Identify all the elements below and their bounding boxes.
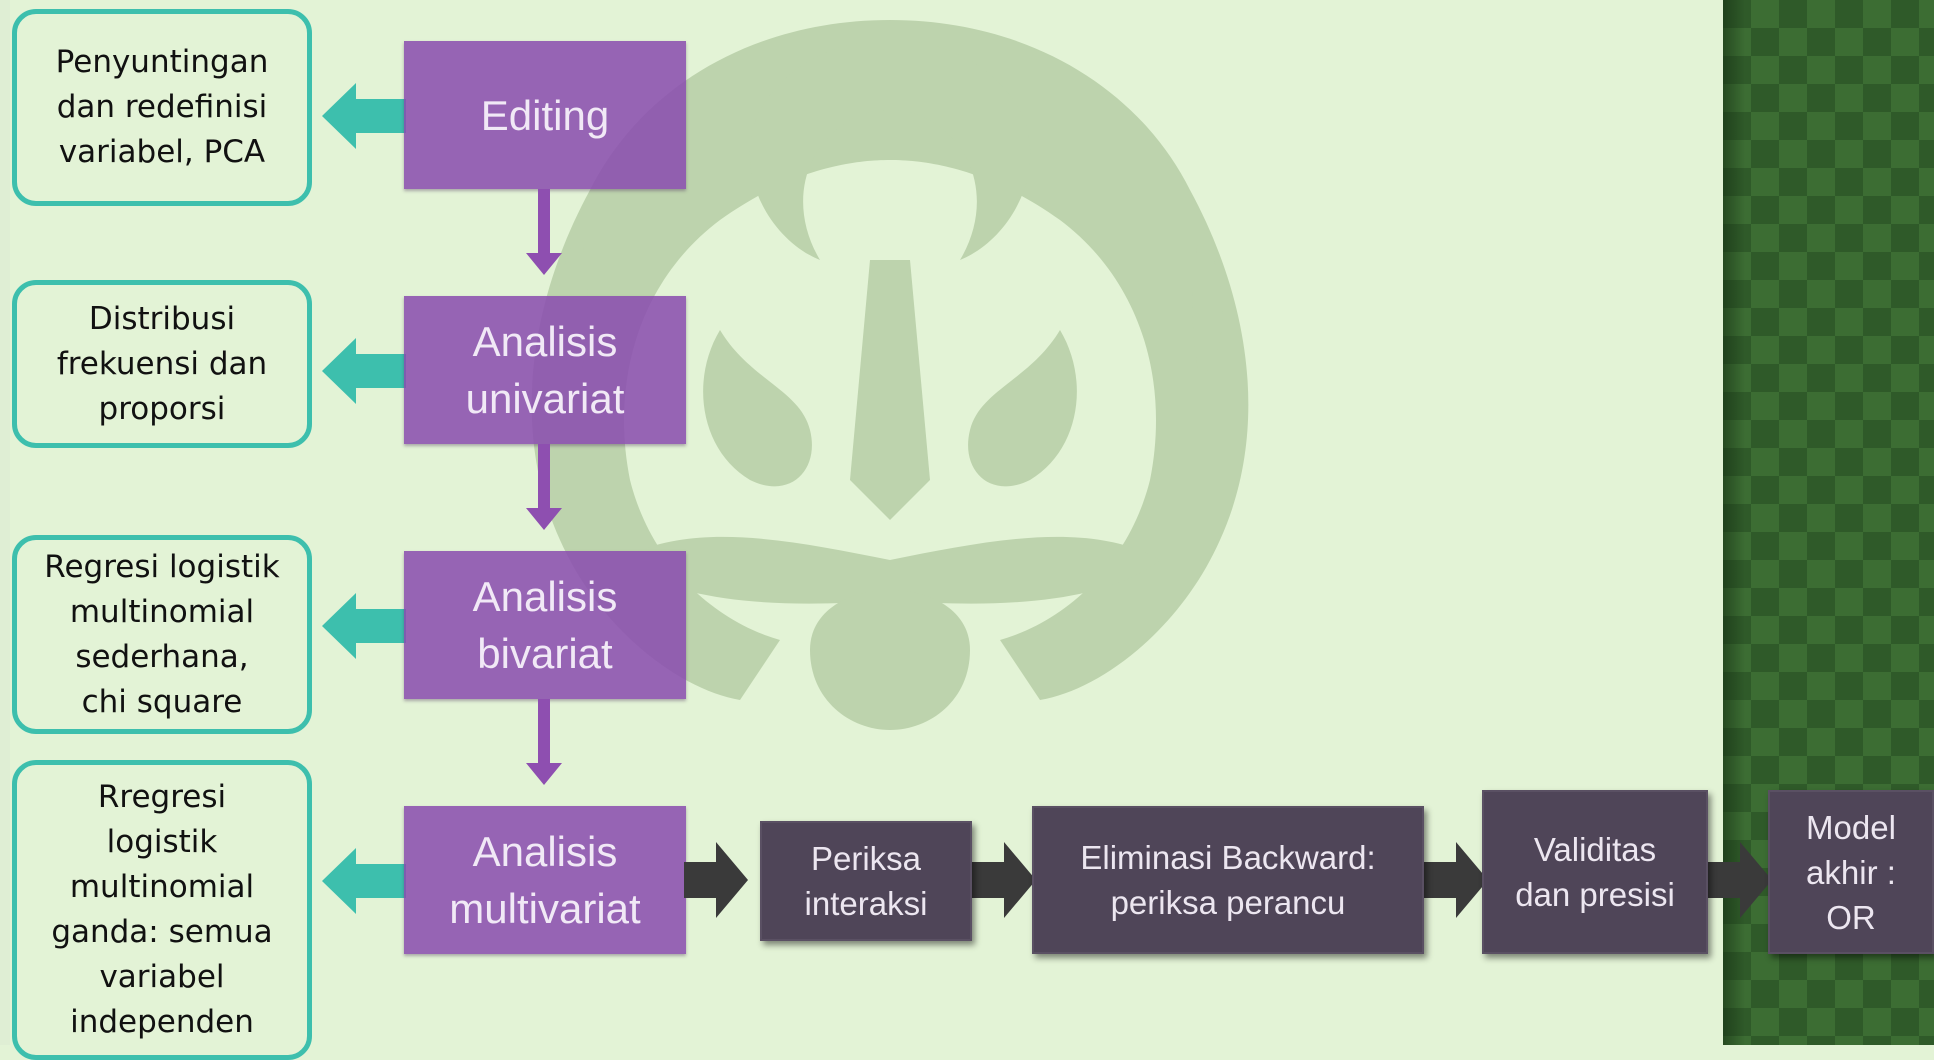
left-edge-strip (0, 0, 10, 1045)
editing-description-callout: Penyuntingan dan redefinisi variabel, PC… (12, 9, 312, 206)
univariate-description-callout: Distribusi frekuensi dan proporsi (12, 280, 312, 448)
teal-left-arrow-icon (322, 593, 406, 659)
teal-left-arrow-icon (322, 848, 406, 914)
univariate-description-text: Distribusi frekuensi dan proporsi (56, 300, 268, 427)
bivariate-description-text: Regresi logistik multinomial sederhana, … (44, 548, 280, 720)
dark-right-arrow-icon (1424, 842, 1488, 918)
dark-right-arrow-icon (972, 842, 1036, 918)
university-emblem-watermark-icon (531, 20, 1249, 730)
process-validitas-presisi-label: Validitas dan presisi (1515, 831, 1675, 913)
multivariate-description-text: Rregresi logistik multinomial ganda: sem… (51, 779, 273, 1040)
step-bivariat-label: Analisis bivariat (472, 573, 618, 677)
teal-left-arrow-icon (322, 338, 406, 404)
process-model-akhir: Model akhir : OR (1768, 790, 1934, 954)
step-multivariat-label: Analisis multivariat (449, 828, 641, 932)
step-editing-label: Editing (480, 91, 610, 139)
process-model-akhir-label: Model akhir : OR (1806, 808, 1896, 936)
step-analisis-bivariat: Analisis bivariat (404, 551, 686, 699)
process-eliminasi-backward-label: Eliminasi Backward: periksa perancu (1080, 839, 1376, 921)
multivariate-description-callout: Rregresi logistik multinomial ganda: sem… (12, 760, 312, 1060)
purple-down-arrow-icon (526, 699, 562, 785)
dark-right-arrow-icon (684, 842, 748, 918)
process-eliminasi-backward: Eliminasi Backward: periksa perancu (1032, 806, 1424, 954)
purple-down-arrow-icon (526, 444, 562, 530)
dark-right-arrow-icon (1708, 842, 1772, 918)
purple-down-arrow-icon (526, 189, 562, 275)
process-periksa-interaksi: Periksa interaksi (760, 821, 972, 941)
editing-description-text: Penyuntingan dan redefinisi variabel, PC… (55, 44, 269, 170)
step-analisis-univariat: Analisis univariat (404, 296, 686, 444)
bivariate-description-callout: Regresi logistik multinomial sederhana, … (12, 535, 312, 734)
step-univariat-label: Analisis univariat (465, 318, 625, 422)
teal-left-arrow-icon (322, 83, 406, 149)
process-periksa-interaksi-label: Periksa interaksi (804, 840, 928, 922)
step-editing: Editing (404, 41, 686, 189)
process-validitas-presisi: Validitas dan presisi (1482, 790, 1708, 954)
step-analisis-multivariat: Analisis multivariat (404, 806, 686, 954)
